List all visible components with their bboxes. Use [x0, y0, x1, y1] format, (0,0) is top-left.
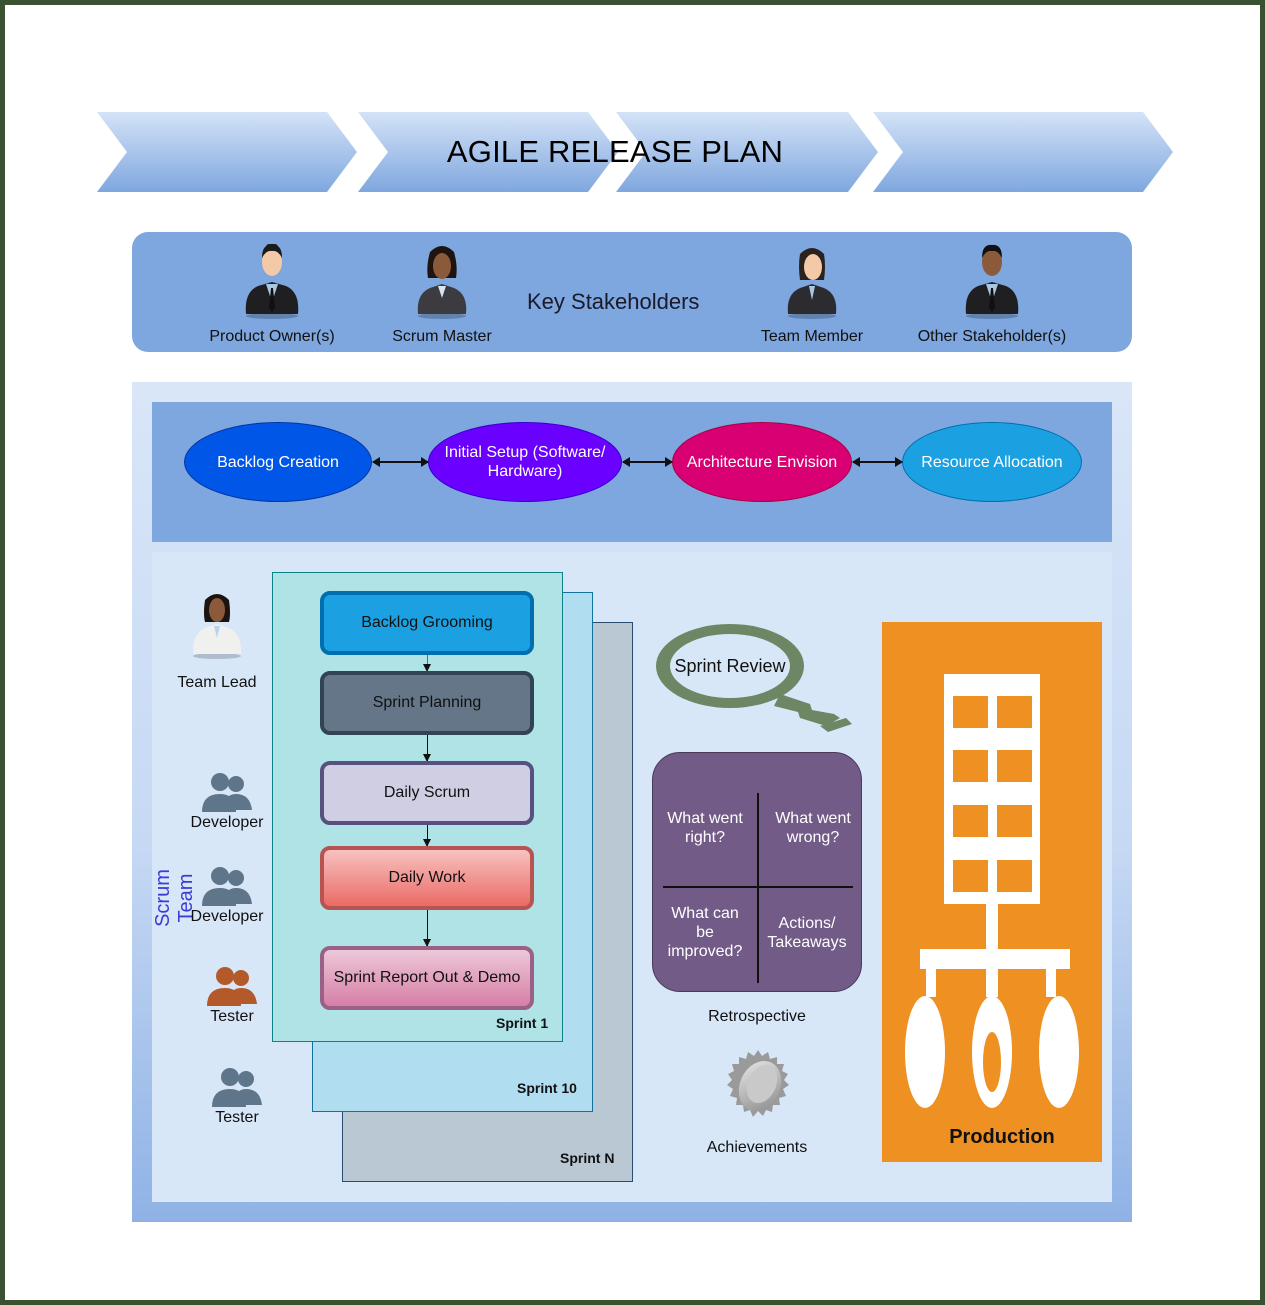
- member-label: Tester: [215, 1109, 259, 1126]
- step-resource-allocation[interactable]: Resource Allocation: [902, 422, 1082, 502]
- stakeholder-label: Scrum Master: [392, 328, 492, 345]
- stakeholder-label: Team Member: [760, 328, 864, 345]
- production-label: Production: [949, 1126, 1055, 1148]
- chevron-1: [97, 112, 359, 192]
- bidirectional-arrow: [852, 457, 903, 467]
- step-backlog-creation[interactable]: Backlog Creation: [184, 422, 372, 502]
- page-title: AGILE RELEASE PLAN: [446, 134, 784, 169]
- step-label: Backlog Grooming: [361, 614, 493, 631]
- step-label: Sprint Planning: [372, 694, 482, 711]
- businessman-icon: [245, 244, 299, 319]
- achievements-label: Achievements: [706, 1139, 808, 1156]
- businessman-icon: [965, 244, 1019, 319]
- step-label: Initial Setup (Software/ Hardware): [444, 444, 606, 480]
- stakeholders-title: Key Stakeholders: [527, 289, 700, 314]
- users-icon: [212, 1068, 262, 1107]
- stakeholder-scrum-master: Scrum Master: [372, 242, 512, 346]
- stakeholder-product-owner: Product Owner(s): [197, 242, 347, 346]
- bidirectional-arrow: [622, 457, 673, 467]
- member-developer: Developer: [182, 770, 272, 832]
- step-initial-setup[interactable]: Initial Setup (Software/ Hardware): [428, 422, 622, 502]
- businesswoman-icon: [417, 246, 467, 319]
- stakeholder-other: Other Stakeholder(s): [912, 242, 1072, 346]
- member-tester: Tester: [192, 1065, 282, 1127]
- stakeholder-team-member: Team Member: [742, 242, 882, 346]
- sprint-1-label: Sprint 1: [496, 1015, 549, 1031]
- member-team-lead: Team Lead: [172, 588, 262, 692]
- step-label: Daily Scrum: [383, 784, 471, 801]
- quadrant-actions: Actions/ Takeaways: [767, 915, 847, 951]
- team-lead-icon: [192, 594, 242, 659]
- daily-scrum-step[interactable]: Daily Scrum: [320, 761, 534, 825]
- member-label: Developer: [190, 814, 264, 831]
- quadrant-went-wrong: What went wrong?: [775, 810, 851, 846]
- magnifier-icon: [656, 624, 852, 732]
- flow-arrow: [423, 735, 431, 762]
- flow-arrow: [423, 655, 431, 672]
- step-label: Architecture Envision: [686, 453, 838, 471]
- quadrant-divider: [663, 886, 853, 888]
- stakeholder-label: Other Stakeholder(s): [917, 328, 1067, 345]
- quadrant-improve: What can be improved?: [667, 905, 743, 960]
- step-architecture-envision[interactable]: Architecture Envision: [672, 422, 852, 502]
- chevron-4: [873, 112, 1173, 192]
- daily-work-step[interactable]: Daily Work: [320, 846, 534, 910]
- step-label: Backlog Creation: [217, 453, 339, 471]
- member-label: Tester: [210, 1008, 254, 1025]
- chevron-3: [616, 112, 878, 192]
- member-developer: Developer: [182, 864, 272, 926]
- retrospective-label: Retrospective: [708, 1008, 806, 1025]
- retrospective-board[interactable]: What went right? What went wrong? What c…: [652, 752, 862, 992]
- step-label: Daily Work: [388, 869, 466, 886]
- sprint-report-step[interactable]: Sprint Report Out & Demo: [320, 946, 534, 1010]
- member-label: Team Lead: [177, 674, 257, 691]
- chevron-2: [358, 112, 620, 192]
- users-icon: [207, 967, 257, 1006]
- stakeholder-label: Product Owner(s): [209, 328, 335, 345]
- users-icon: [202, 773, 252, 812]
- step-label: Sprint Report Out & Demo: [333, 969, 521, 986]
- flow-arrow: [423, 825, 431, 847]
- medal-icon: [727, 1050, 789, 1117]
- backlog-grooming-step[interactable]: Backlog Grooming: [320, 591, 534, 655]
- stakeholders-panel: [132, 232, 1132, 352]
- bidirectional-arrow: [372, 457, 429, 467]
- step-label: Resource Allocation: [921, 453, 1063, 471]
- flow-arrow: [423, 910, 431, 947]
- member-tester: Tester: [187, 964, 277, 1026]
- sprint-review-label: Sprint Review: [674, 656, 786, 676]
- users-icon: [202, 867, 252, 906]
- member-label: Developer: [190, 908, 264, 925]
- sprint-10-label: Sprint 10: [517, 1080, 577, 1096]
- businesswoman-icon: [787, 248, 837, 319]
- quadrant-divider: [757, 793, 759, 983]
- sprint-planning-step[interactable]: Sprint Planning: [320, 671, 534, 735]
- server-tree-icon: [905, 674, 1079, 1108]
- sprint-n-label: Sprint N: [560, 1150, 615, 1166]
- quadrant-went-right: What went right?: [667, 810, 743, 846]
